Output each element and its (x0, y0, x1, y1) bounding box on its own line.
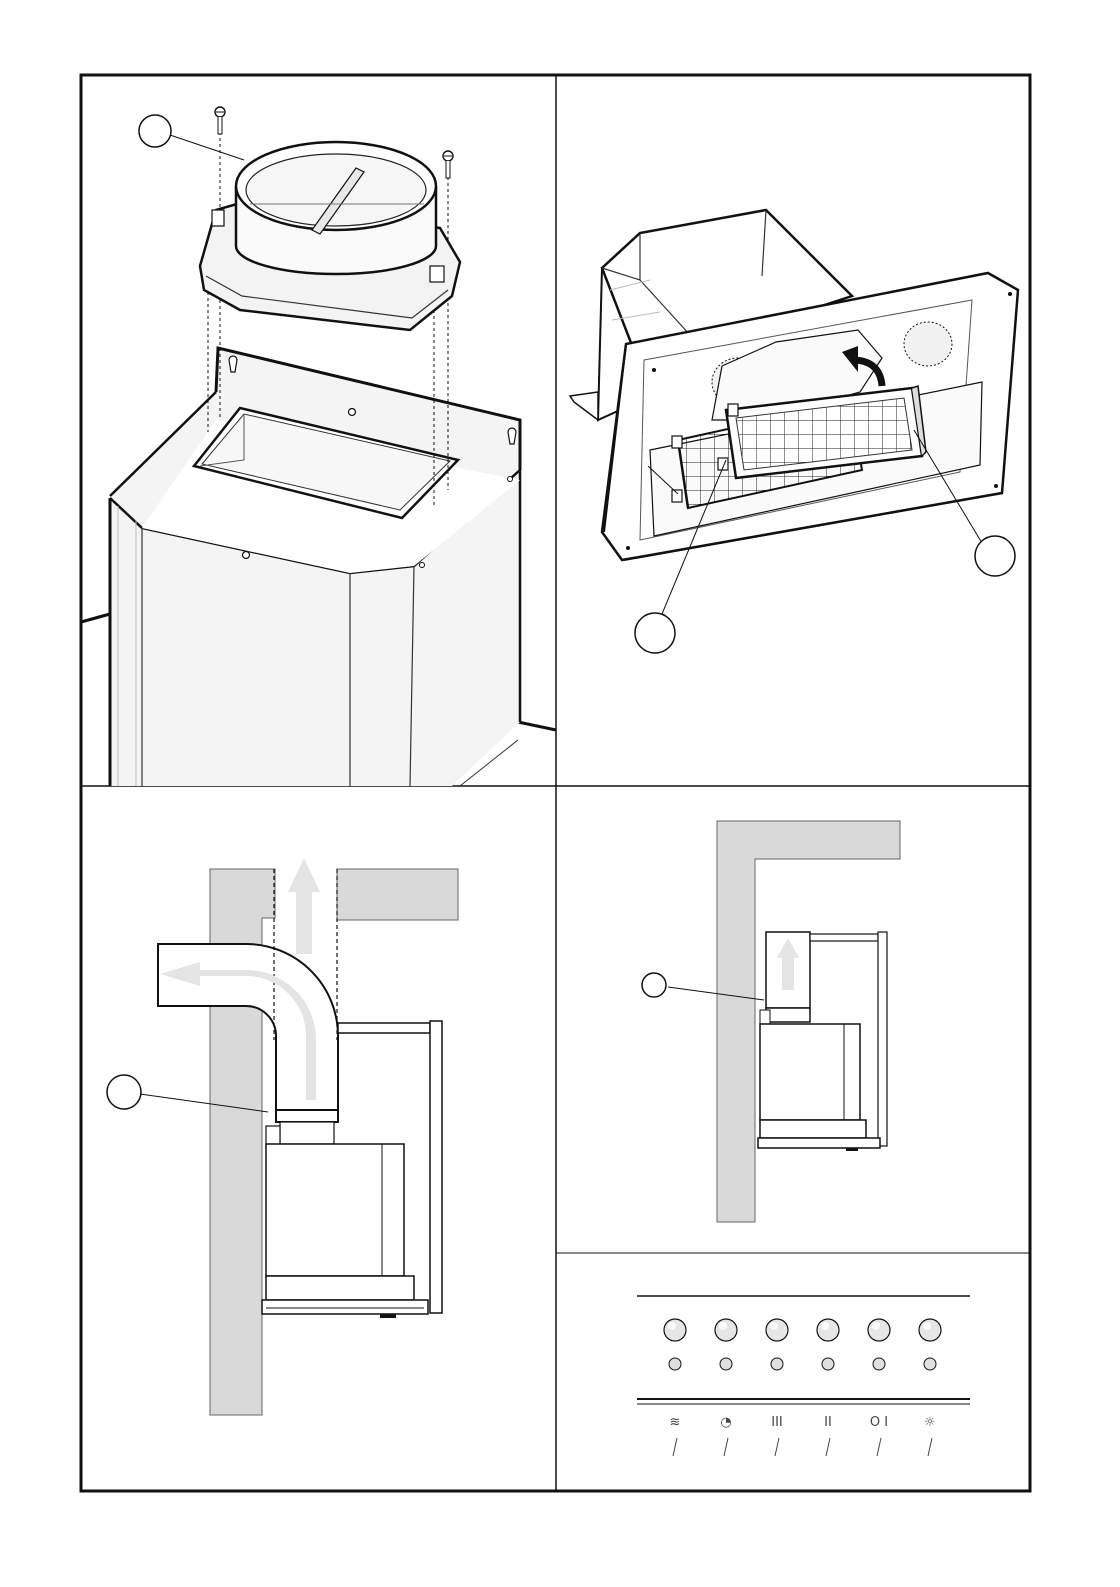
speed-2-icon: II (824, 1415, 832, 1430)
control-button-light[interactable]: ☼ (919, 1319, 941, 1456)
leader-line (877, 1438, 881, 1456)
panel-4-recirculation (642, 821, 900, 1222)
button-highlight (719, 1322, 727, 1330)
ducting-adapter (200, 142, 460, 330)
button-knob[interactable] (664, 1319, 686, 1341)
button-highlight (770, 1322, 778, 1330)
button-knob[interactable] (766, 1319, 788, 1341)
speed-3-icon: III (771, 1415, 783, 1430)
control-button-power[interactable]: O I (868, 1319, 890, 1456)
timer-icon: ◔ (720, 1415, 731, 1430)
panel-3-ducted-exhaust (107, 858, 458, 1415)
button-highlight (923, 1322, 931, 1330)
button-knob[interactable] (817, 1319, 839, 1341)
power-icon: O I (870, 1415, 888, 1430)
screw-left (215, 107, 225, 134)
indicator-light (669, 1358, 681, 1370)
leader-line (673, 1438, 677, 1456)
indicator-light (822, 1358, 834, 1370)
control-button-speed-2[interactable]: II (817, 1319, 839, 1456)
button-highlight (668, 1322, 676, 1330)
leader-line (724, 1438, 728, 1456)
control-button-speed-3[interactable]: III (766, 1319, 788, 1456)
button-highlight (821, 1322, 829, 1330)
button-knob[interactable] (919, 1319, 941, 1341)
callout-circle-panel-3 (107, 1075, 141, 1109)
panel-1-adapter-installation (81, 107, 556, 786)
control-button-timer[interactable]: ◔ (715, 1319, 737, 1456)
heat-waves-icon: ≋ (670, 1415, 681, 1430)
indicator-light (771, 1358, 783, 1370)
indicator-light (720, 1358, 732, 1370)
control-button-heat-waves[interactable]: ≋ (664, 1319, 686, 1456)
button-knob[interactable] (868, 1319, 890, 1341)
callout-circle-panel-1 (139, 115, 171, 147)
callout-circle-panel-4 (642, 973, 666, 997)
button-knob[interactable] (715, 1319, 737, 1341)
callout-circle-panel-2a (975, 536, 1015, 576)
callout-circle-panel-2b (635, 613, 675, 653)
leader-line (775, 1438, 779, 1456)
button-highlight (872, 1322, 880, 1330)
hood-chimney (110, 348, 520, 786)
panel-2-filter-removal (570, 210, 1018, 653)
leader-line (928, 1438, 932, 1456)
leader-line (826, 1438, 830, 1456)
indicator-light (924, 1358, 936, 1370)
screw-right (443, 151, 453, 178)
indicator-light (873, 1358, 885, 1370)
light-icon: ☼ (924, 1415, 936, 1430)
